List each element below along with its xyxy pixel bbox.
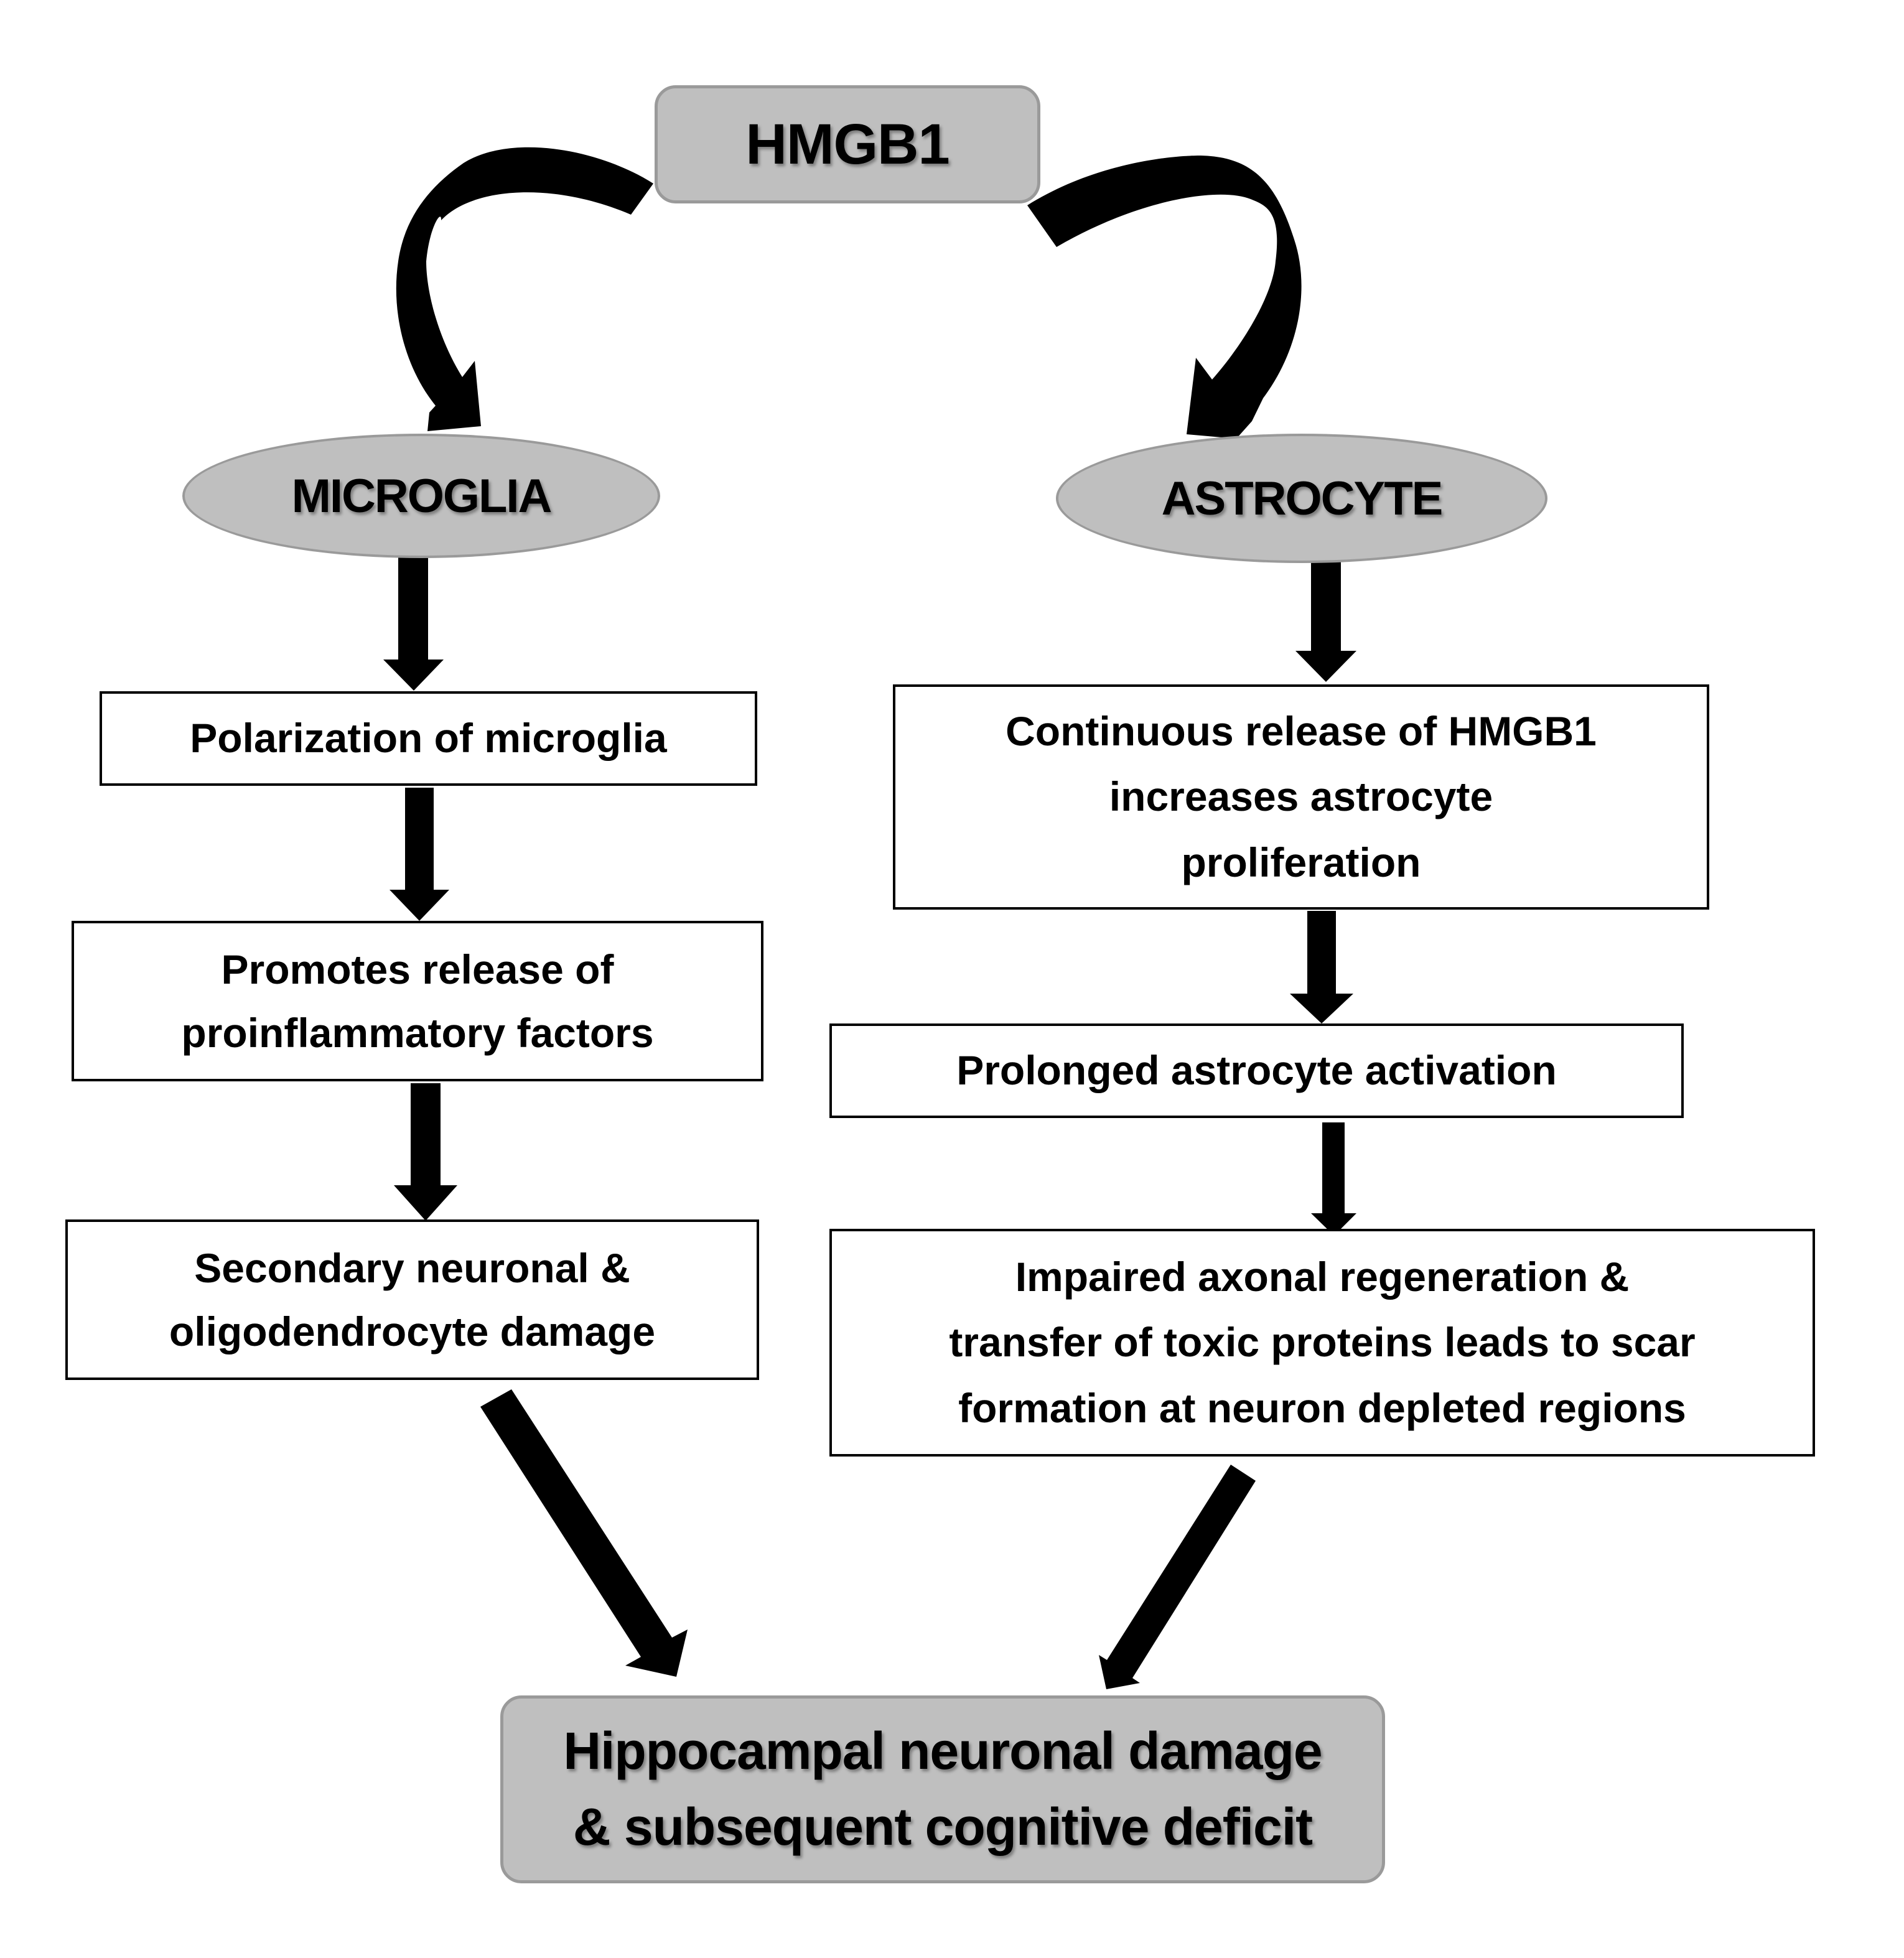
astrocyte-label: ASTROCYTE — [1161, 472, 1444, 525]
step-impaired-axonal-regeneration: Impaired axonal regeneration & transfer … — [829, 1229, 1815, 1457]
hmgb1-node: HMGB1 — [655, 85, 1040, 203]
arrow-astrocyte-to-continuous — [1295, 556, 1356, 682]
arrow-microglia-to-polarization — [383, 556, 444, 691]
astrocyte-node: ASTROCYTE — [1056, 434, 1547, 563]
step-label: Polarization of microglia — [190, 715, 667, 762]
step-polarization-of-microglia: Polarization of microglia — [100, 691, 757, 786]
step-promotes-release-proinflammatory: Promotes release of proinflammatory fact… — [72, 921, 763, 1081]
curved-arrow-to-microglia — [396, 147, 653, 431]
arrow-impaired-to-outcome — [1099, 1465, 1256, 1689]
arrow-prolonged-to-impaired — [1311, 1122, 1356, 1236]
microglia-label: MICROGLIA — [291, 469, 553, 523]
arrow-polarization-to-promotes — [390, 788, 449, 921]
step-label: Impaired axonal regeneration & transfer … — [949, 1253, 1696, 1431]
step-label: Secondary neuronal & oligodendrocyte dam… — [169, 1244, 656, 1354]
arrow-continuous-to-prolonged — [1290, 911, 1353, 1023]
outcome-label: Hippocampal neuronal damage & subsequent… — [563, 1722, 1322, 1856]
step-secondary-neuronal-damage: Secondary neuronal & oligodendrocyte dam… — [65, 1219, 759, 1380]
step-label: Prolonged astrocyte activation — [956, 1047, 1557, 1094]
microglia-node: MICROGLIA — [182, 434, 660, 558]
outcome-node: Hippocampal neuronal damage & subsequent… — [500, 1695, 1385, 1883]
step-prolonged-astrocyte-activation: Prolonged astrocyte activation — [829, 1023, 1684, 1118]
arrow-secondary-to-outcome — [480, 1389, 688, 1677]
step-label: Continuous release of HMGB1 increases as… — [1006, 707, 1597, 885]
hmgb1-label: HMGB1 — [745, 112, 950, 176]
curved-arrow-to-astrocyte — [1027, 156, 1302, 439]
step-continuous-release-hmgb1: Continuous release of HMGB1 increases as… — [893, 684, 1709, 910]
arrow-promotes-to-secondary — [394, 1083, 457, 1221]
step-label: Promotes release of proinflammatory fact… — [181, 946, 654, 1056]
